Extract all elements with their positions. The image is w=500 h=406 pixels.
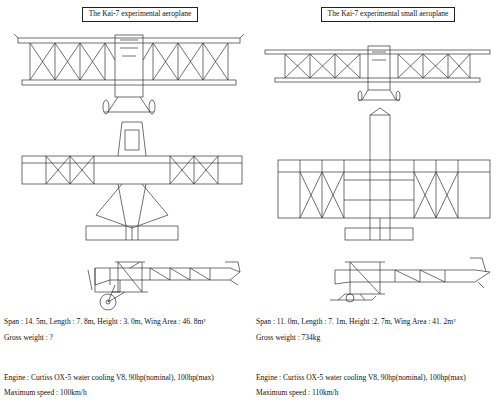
right-top-view [278, 108, 490, 240]
spec-text: Maximum speed : 100km/h [4, 389, 87, 398]
left-front-view [14, 34, 244, 114]
title-text: The Kai-7 experimental aeroplane [89, 10, 192, 19]
spec-text: Span : 11. 0m, Length : 7. 1m, Height :2… [256, 318, 455, 327]
right-front-view [265, 46, 490, 101]
title-text: The Kai-7 experimental small aeroplane [328, 10, 449, 19]
title-box: The Kai-7 experimental aeroplane [82, 7, 199, 22]
left-top-view [22, 122, 242, 240]
spec-text: Engine : Curtiss OX-5 water cooling V8, … [4, 374, 214, 383]
right-side-view [330, 258, 490, 302]
spec-text: Maximum speed : 110km/h [256, 389, 338, 398]
spec-text: Span : 14. 5m, Length : 7. 8m, Height : … [4, 318, 206, 327]
left-side-view [88, 262, 240, 310]
spec-text: Gross weight : ? [4, 334, 53, 343]
spec-text: Engine : Curtiss OX-5 water cooling V8, … [256, 374, 466, 383]
title-box: The Kai-7 experimental small aeroplane [321, 7, 456, 22]
spec-text: Gross weight : 734kg [256, 334, 320, 343]
